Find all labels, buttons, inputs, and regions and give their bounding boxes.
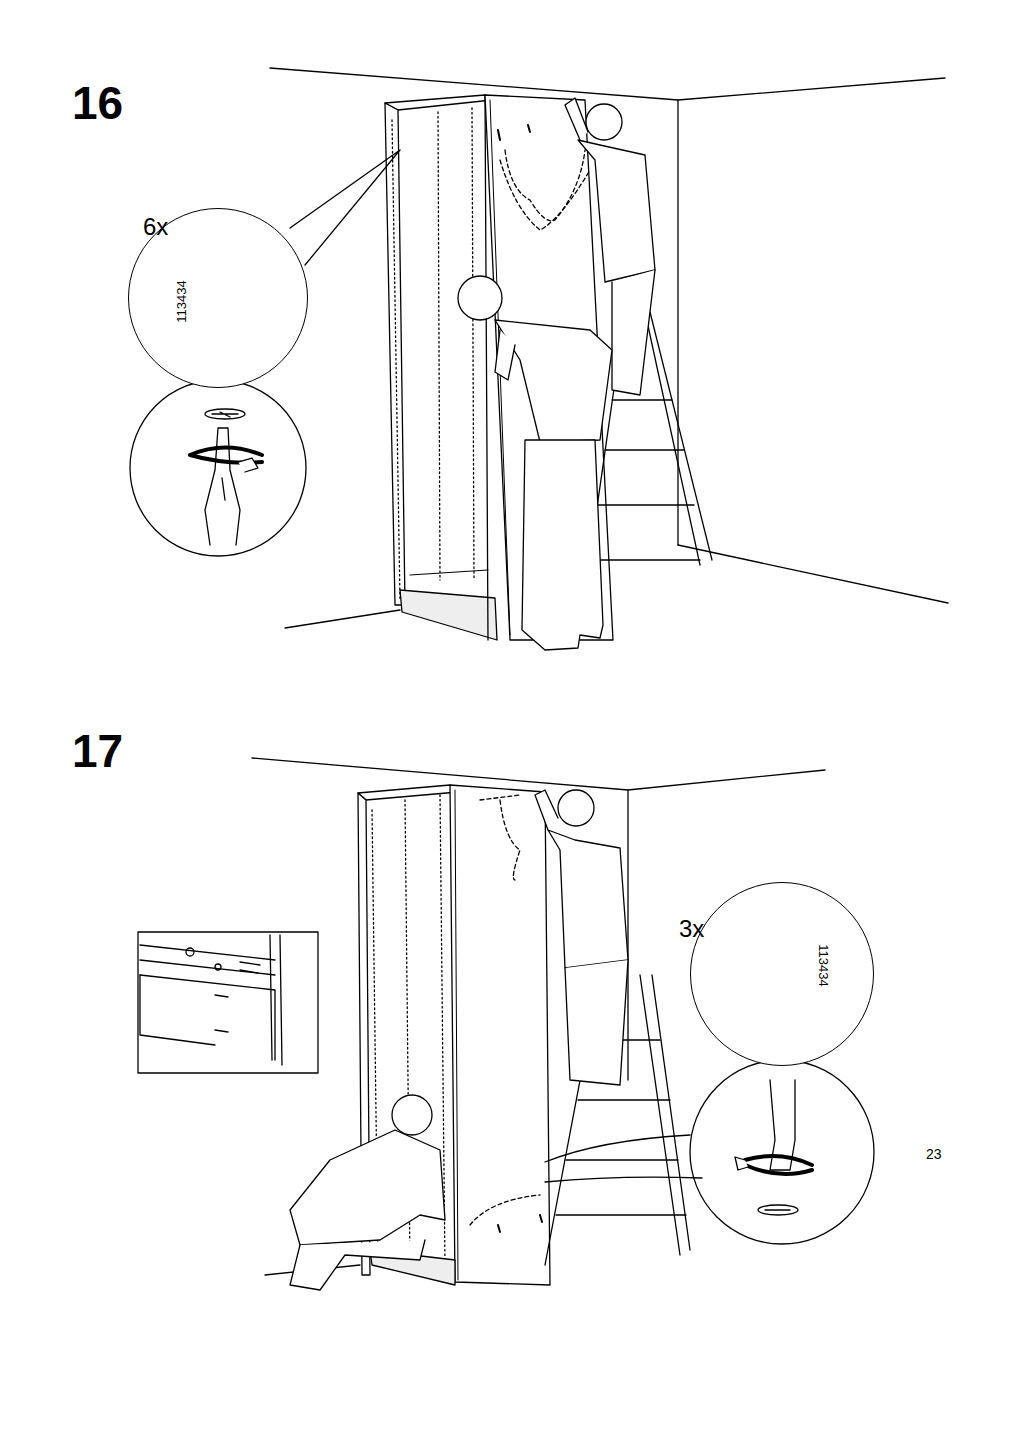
step-number: 17 [72,728,123,774]
step-number: 16 [72,80,123,126]
part-number: 113434 [816,944,829,986]
quantity-label: 6x [143,215,168,239]
part-number: 113434 [174,280,187,322]
page-number: 23 [926,1147,942,1161]
quantity-label: 3x [679,917,704,941]
callout-circle: 6x 113434 [128,208,308,388]
callout-circle: 3x113434 [690,882,874,1066]
